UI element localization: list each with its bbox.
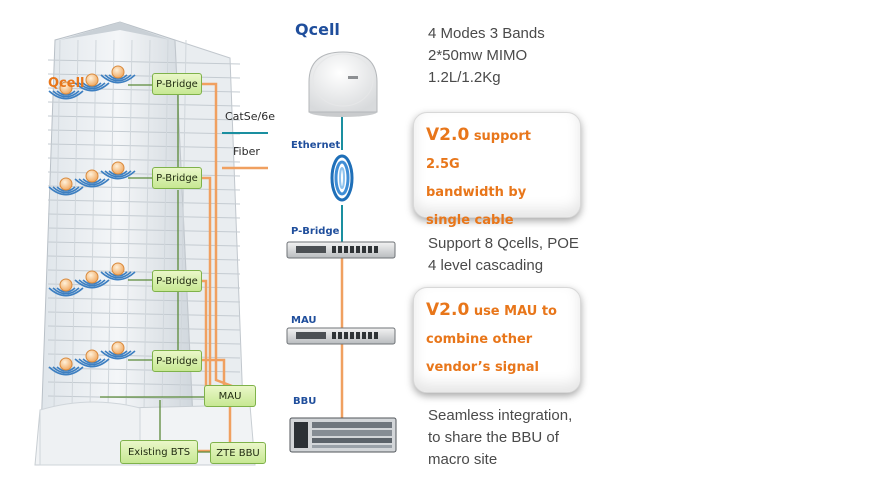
ethernet-cable-icon <box>330 154 354 202</box>
callout-line: bandwidth by <box>426 185 527 200</box>
qcell-spec-line: 4 Modes 3 Bands <box>428 25 545 42</box>
bbu-chassis-icon <box>289 417 397 453</box>
callout-version: V2.0 <box>426 300 470 320</box>
fiber-links <box>198 82 233 453</box>
qcell-node-icon <box>48 81 84 100</box>
callout-v2-mau: V2.0 use MAU to combine other vendor’s s… <box>413 287 581 393</box>
bbu-spec-line: macro site <box>428 451 498 468</box>
legend-fiber-label: Fiber <box>233 145 260 158</box>
legend-catse-label: CatSe/6e <box>225 110 275 123</box>
mau-rack-icon <box>286 327 396 345</box>
ethernet-label: Ethernet <box>291 140 341 151</box>
qcell-node-icon <box>74 73 110 92</box>
qcell-device-icon <box>308 51 378 117</box>
qcell-device-title: Qcell <box>295 20 340 39</box>
callout-line: combine other <box>426 332 533 347</box>
qcell-node-icon <box>74 349 110 368</box>
callout-line: single cable <box>426 213 514 228</box>
bbu-device-label: BBU <box>293 396 317 407</box>
pbridge-spec-line: Support 8 Qcells, POE <box>428 235 579 252</box>
bbu-spec-line: Seamless integration, <box>428 407 573 424</box>
qcell-spec-line: 1.2L/1.2Kg <box>428 69 501 86</box>
qcell-node-icon <box>100 341 136 360</box>
qcell-node-icon <box>74 169 110 188</box>
qcell-building-label: Qcell <box>48 76 85 91</box>
mau-device-label: MAU <box>291 315 317 326</box>
callout-line: vendor’s signal <box>426 360 539 375</box>
zte-bbu-box[interactable]: ZTE BBU <box>210 442 266 464</box>
skyscraper <box>34 21 256 466</box>
callout-line: use MAU to <box>473 304 557 319</box>
existing-bts-box[interactable]: Existing BTS <box>120 440 198 464</box>
qcell-spec-line: 2*50mw MIMO <box>428 47 528 64</box>
bbu-spec-line: to share the BBU of <box>428 429 559 446</box>
pbridge-spec-line: 4 level cascading <box>428 257 544 274</box>
callout-v2-bandwidth: V2.0 support 2.5G bandwidth by single ca… <box>413 112 581 228</box>
qcell-node-icon <box>48 357 84 376</box>
callout-line: support 2.5G <box>426 129 531 172</box>
mau-box[interactable]: MAU <box>204 385 256 407</box>
pbridge-device-label: P-Bridge <box>291 226 340 237</box>
pbridge-box-2[interactable]: P-Bridge <box>152 167 202 189</box>
qcell-node-icon <box>48 177 84 196</box>
legend-lines <box>222 132 268 170</box>
pbridge-box-1[interactable]: P-Bridge <box>152 73 202 95</box>
qcell-node-icon <box>74 270 110 289</box>
qcell-clusters <box>48 65 136 376</box>
pbridge-rack-icon <box>286 241 396 259</box>
qcell-node-icon <box>100 262 136 281</box>
callout-version: V2.0 <box>426 125 470 145</box>
pbridge-specs: Support 8 Qcells, POE 4 level cascading <box>428 233 579 277</box>
qcell-node-icon <box>100 161 136 180</box>
pbridge-box-3[interactable]: P-Bridge <box>152 270 202 292</box>
qcell-specs: 4 Modes 3 Bands 2*50mw MIMO 1.2L/1.2Kg <box>428 23 545 89</box>
qcell-node-icon <box>48 278 84 297</box>
pbridge-box-4[interactable]: P-Bridge <box>152 350 202 372</box>
qcell-node-icon <box>100 65 136 84</box>
bbu-specs: Seamless integration, to share the BBU o… <box>428 405 572 471</box>
